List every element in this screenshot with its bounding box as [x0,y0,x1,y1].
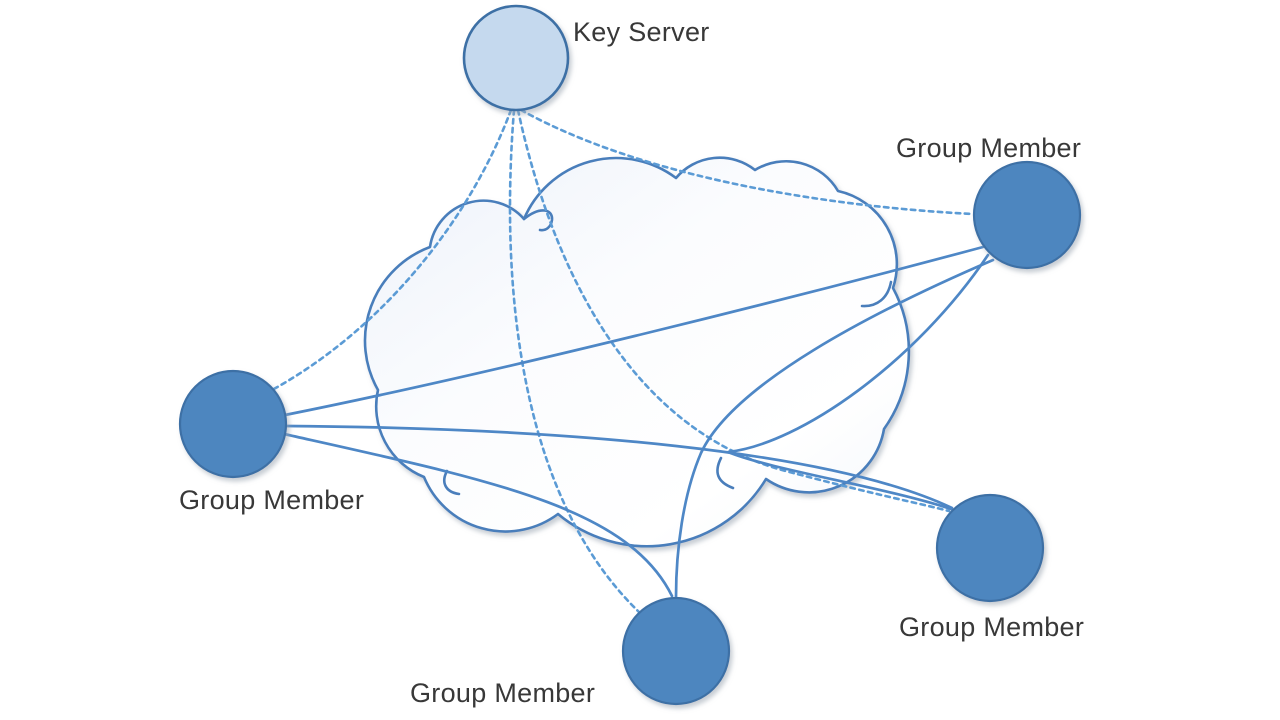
edge-keyserver-to-member-bottom-center [508,108,641,614]
edge-member-left-to-bottom-center [282,432,674,598]
edge-member-left-to-bottom-right [284,424,954,510]
nodes [178,4,1082,706]
edge-member-top-right-to-bottom-right [727,253,990,511]
cloud-curl-right [860,280,893,308]
member-bottom-right-node [935,493,1045,603]
cloud-curl-bottom-left [443,469,461,496]
edge-keyserver-to-member-bottom-right [516,108,951,513]
member-bottom-center-label: Group Member [410,678,595,708]
cloud-curl-top-left [522,209,554,232]
cloud-curl-bottom-right [716,456,735,490]
member-left-node [178,369,288,479]
member-top-right-node [972,160,1082,270]
key-server-node [462,4,570,112]
edge-member-left-to-top-right [283,245,985,417]
key-server-label: Key Server [573,17,710,47]
edge-keyserver-to-member-top-right [519,108,974,216]
member-bottom-right-label: Group Member [899,612,1084,642]
member-left-label: Group Member [179,485,364,515]
dashed-edges [270,108,974,614]
edge-member-top-right-to-bottom-center [674,258,995,599]
member-top-right-label: Group Member [896,133,1081,163]
member-bottom-center-node [621,596,731,706]
network-cloud [363,156,911,548]
cloud-shape [363,156,911,548]
solid-edges [282,245,995,599]
edge-keyserver-to-member-left [270,108,513,392]
node-labels: Key Server Group Member Group Member Gro… [179,17,1084,708]
